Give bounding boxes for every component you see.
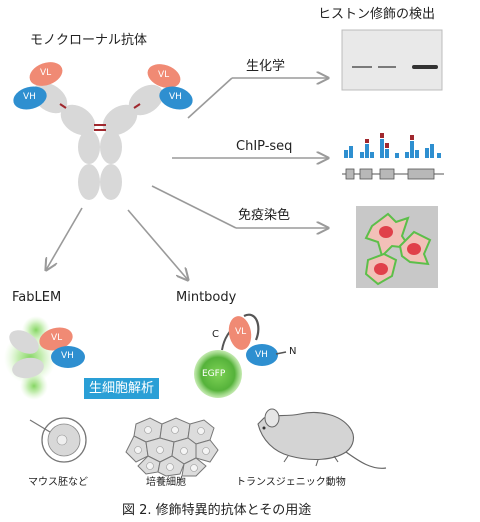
example-embryo-label: マウス胚など	[28, 477, 88, 488]
use-chipseq-label: ChIP-seq	[236, 139, 293, 154]
vh-domain-left	[13, 86, 47, 110]
chipseq-track	[342, 133, 444, 180]
western-blot	[341, 29, 443, 91]
example-cultured-cells-label: 培養細胞	[146, 477, 186, 488]
vh-label-left: VH	[23, 92, 36, 102]
embryo-illustration	[29, 417, 87, 463]
fablem-label: FabLEM	[12, 290, 62, 305]
vh-label-right: VH	[169, 92, 182, 102]
arrow-biochem-diag	[187, 77, 233, 119]
use-biochem-label: 生化学	[246, 59, 286, 74]
histone-detection-title: ヒストン修飾の検出	[318, 7, 436, 22]
mintbody-illustration	[194, 313, 287, 398]
arrow-mintbody	[127, 209, 188, 280]
live-cell-analysis-badge: 生細胞解析	[84, 378, 160, 399]
antibody-title: モノクローナル抗体	[30, 33, 148, 48]
mouse-illustration	[257, 408, 387, 469]
figure-caption: 図 2. 修飾特異的抗体とその用途	[122, 503, 312, 518]
antibody-illustration	[13, 62, 193, 200]
mintbody-n-terminus: N	[289, 346, 297, 357]
vl-label-right: VL	[158, 70, 170, 80]
mintbody-vl-label: VL	[235, 327, 247, 337]
immunostain-image	[356, 206, 438, 288]
fablem-vh-label: VH	[61, 351, 74, 361]
mintbody-label: Mintbody	[176, 290, 237, 305]
vl-domain-right	[147, 64, 181, 88]
mintbody-vh-label: VH	[255, 350, 268, 360]
arrow-stain-diag	[151, 185, 237, 229]
vl-label-left: VL	[40, 68, 52, 78]
vl-domain-left	[29, 62, 63, 86]
use-immunostain-label: 免疫染色	[238, 208, 291, 223]
egfp-label: EGFP	[202, 369, 226, 379]
fablem-vl-label: VL	[51, 333, 63, 343]
vh-domain-right	[159, 86, 193, 110]
arrow-fablem	[46, 207, 83, 270]
arrows	[46, 78, 328, 280]
mintbody-c-terminus: C	[212, 329, 219, 340]
cultured-cells-illustration	[125, 417, 219, 477]
fablem-illustration	[4, 316, 85, 400]
example-transgenic-label: トランスジェニック動物	[236, 477, 346, 488]
